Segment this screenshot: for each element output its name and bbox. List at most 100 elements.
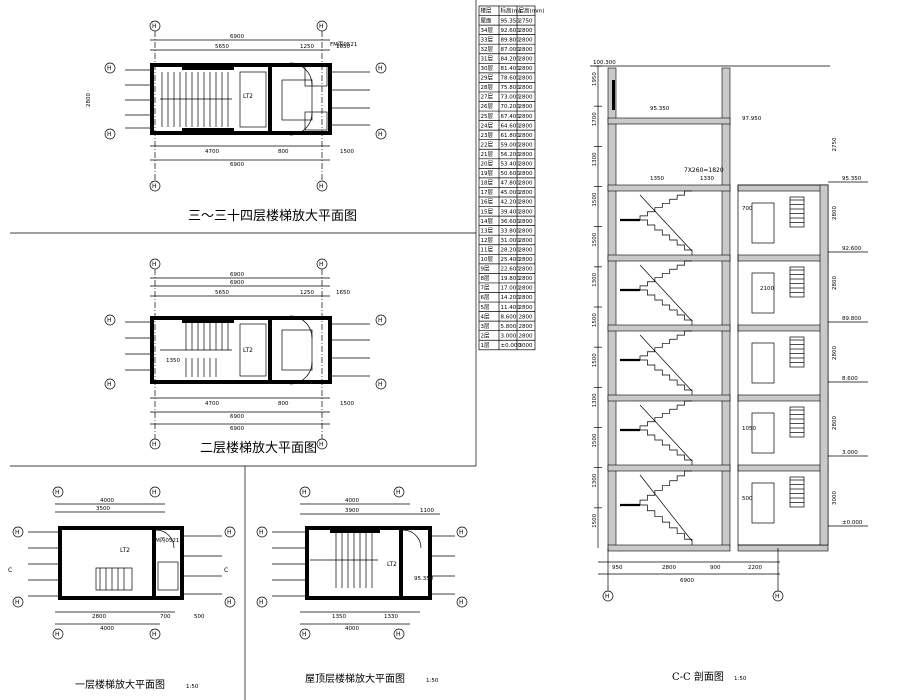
table-cell: 2800 [519, 238, 533, 244]
plan-roof: H H H H H H H H 4000 3900 1100 LT2 95.35… [256, 486, 468, 685]
caption-second: 二层楼梯放大平面图 [200, 441, 317, 456]
section-cc: 100.300 95.350 97.950 7X260=1820 95.3509… [590, 60, 868, 683]
caption-first: 一层楼梯放大平面图 [75, 678, 165, 691]
table-cell: 7层 [481, 285, 490, 292]
svg-text:FM丙0521: FM丙0521 [330, 41, 357, 48]
table-cell: 59.000 [501, 142, 521, 148]
svg-text:H: H [396, 489, 401, 496]
svg-text:1350: 1350 [166, 358, 180, 364]
table-cell: 56.200 [501, 152, 521, 158]
table-cell: 9层 [481, 266, 490, 273]
table-cell: 2800 [519, 181, 533, 187]
svg-text:95.350: 95.350 [414, 576, 434, 582]
table-cell: 75.800 [501, 85, 521, 91]
svg-text:6900: 6900 [230, 426, 244, 432]
stair-slab [639, 404, 693, 462]
svg-text:1:50: 1:50 [426, 678, 439, 684]
table-cell: 3.000 [501, 333, 517, 339]
table-cell: 2800 [519, 257, 533, 263]
svg-text:H: H [107, 381, 112, 388]
dim-right: 2800 [832, 346, 838, 360]
table-cell: 2800 [519, 333, 533, 339]
table-cell: 24层 [481, 122, 494, 129]
svg-text:4700: 4700 [205, 401, 219, 407]
svg-text:FM丙0521: FM丙0521 [152, 537, 179, 544]
caption-section: C-C 剖面图 [672, 670, 724, 683]
table-cell: 92.600 [501, 28, 521, 34]
window-opening [789, 336, 805, 368]
table-cell: 67.400 [501, 114, 521, 120]
dim-bot-a: 4700 [205, 149, 219, 155]
svg-text:H: H [55, 489, 60, 496]
table-cell: 22.600 [501, 267, 521, 273]
svg-text:4000: 4000 [100, 626, 114, 632]
svg-text:C: C [224, 567, 228, 574]
table-header-cell: 楼层 [481, 7, 493, 15]
svg-text:H: H [107, 317, 112, 324]
dim-right: 2750 [832, 137, 838, 151]
dim-top-c: 1650 [336, 44, 350, 50]
dim-left: 1300 [592, 473, 598, 487]
table-cell: 11层 [481, 246, 494, 253]
section-slab [607, 324, 731, 332]
plan-second-floor: H H H H H H H H 6900 6900 5650 1250 1650 [104, 258, 387, 456]
section-slab [607, 184, 731, 192]
table-cell: 2800 [519, 142, 533, 148]
svg-text:H: H [259, 599, 264, 606]
table-cell: 5层 [481, 304, 490, 311]
svg-text:6900: 6900 [680, 578, 694, 584]
svg-text:H: H [378, 131, 383, 138]
table-cell: 14层 [481, 218, 494, 225]
table-cell: 2800 [519, 267, 533, 273]
table-cell: 4层 [481, 313, 490, 320]
svg-text:950: 950 [612, 565, 623, 571]
stair-slab [639, 194, 693, 252]
dim-mid: 1050 [742, 426, 756, 432]
table-cell: 2800 [519, 286, 533, 292]
table-cell: ±0.000 [501, 343, 522, 349]
svg-text:H: H [152, 261, 157, 268]
table-cell: 19层 [481, 170, 494, 177]
window-opening [789, 196, 805, 228]
section-slab [607, 464, 731, 472]
stair-flight [640, 289, 693, 325]
caption-upper: 三～三十四层楼梯放大平面图 [188, 209, 357, 224]
table-cell: 19.800 [501, 276, 521, 282]
dim-right: 2800 [832, 416, 838, 430]
svg-text:H: H [319, 23, 324, 30]
svg-text:4000: 4000 [345, 498, 359, 504]
table-cell: 6层 [481, 294, 490, 301]
table-cell: 20层 [481, 161, 494, 168]
table-cell: 87.000 [501, 47, 521, 53]
stair-flight [639, 260, 692, 290]
svg-text:H: H [459, 599, 464, 606]
table-cell: 34层 [481, 27, 494, 34]
table-cell: 84.200 [501, 56, 521, 62]
dim-bot-c: 1500 [340, 149, 354, 155]
table-cell: 8层 [481, 275, 490, 282]
table-cell: 2800 [519, 114, 533, 120]
section-slab [737, 254, 829, 262]
svg-text:6900: 6900 [230, 414, 244, 420]
dim-left: 1300 [592, 152, 598, 166]
table-cell: 13层 [481, 227, 494, 234]
table-cell: 2800 [519, 295, 533, 301]
table-cell: 17层 [481, 189, 494, 196]
svg-text:2200: 2200 [748, 565, 762, 571]
dim-left: 1300 [592, 393, 598, 407]
dim-bot-total: 6900 [230, 162, 244, 168]
table-cell: 17.000 [501, 286, 521, 292]
svg-text:H: H [227, 529, 232, 536]
svg-text:6900: 6900 [230, 272, 244, 278]
svg-text:H: H [605, 593, 610, 600]
stair-flight [640, 504, 693, 545]
stair-slab [639, 334, 693, 392]
table-cell: 2800 [519, 200, 533, 206]
window-opening [789, 266, 805, 298]
table-cell: 2800 [519, 247, 533, 253]
table-cell: 2800 [519, 85, 533, 91]
svg-text:H: H [107, 65, 112, 72]
level-label: ±0.000 [842, 520, 863, 526]
plan-first-floor: H H H H H H H H 4000 3500 LT2 FM丙0521 C … [8, 486, 236, 691]
